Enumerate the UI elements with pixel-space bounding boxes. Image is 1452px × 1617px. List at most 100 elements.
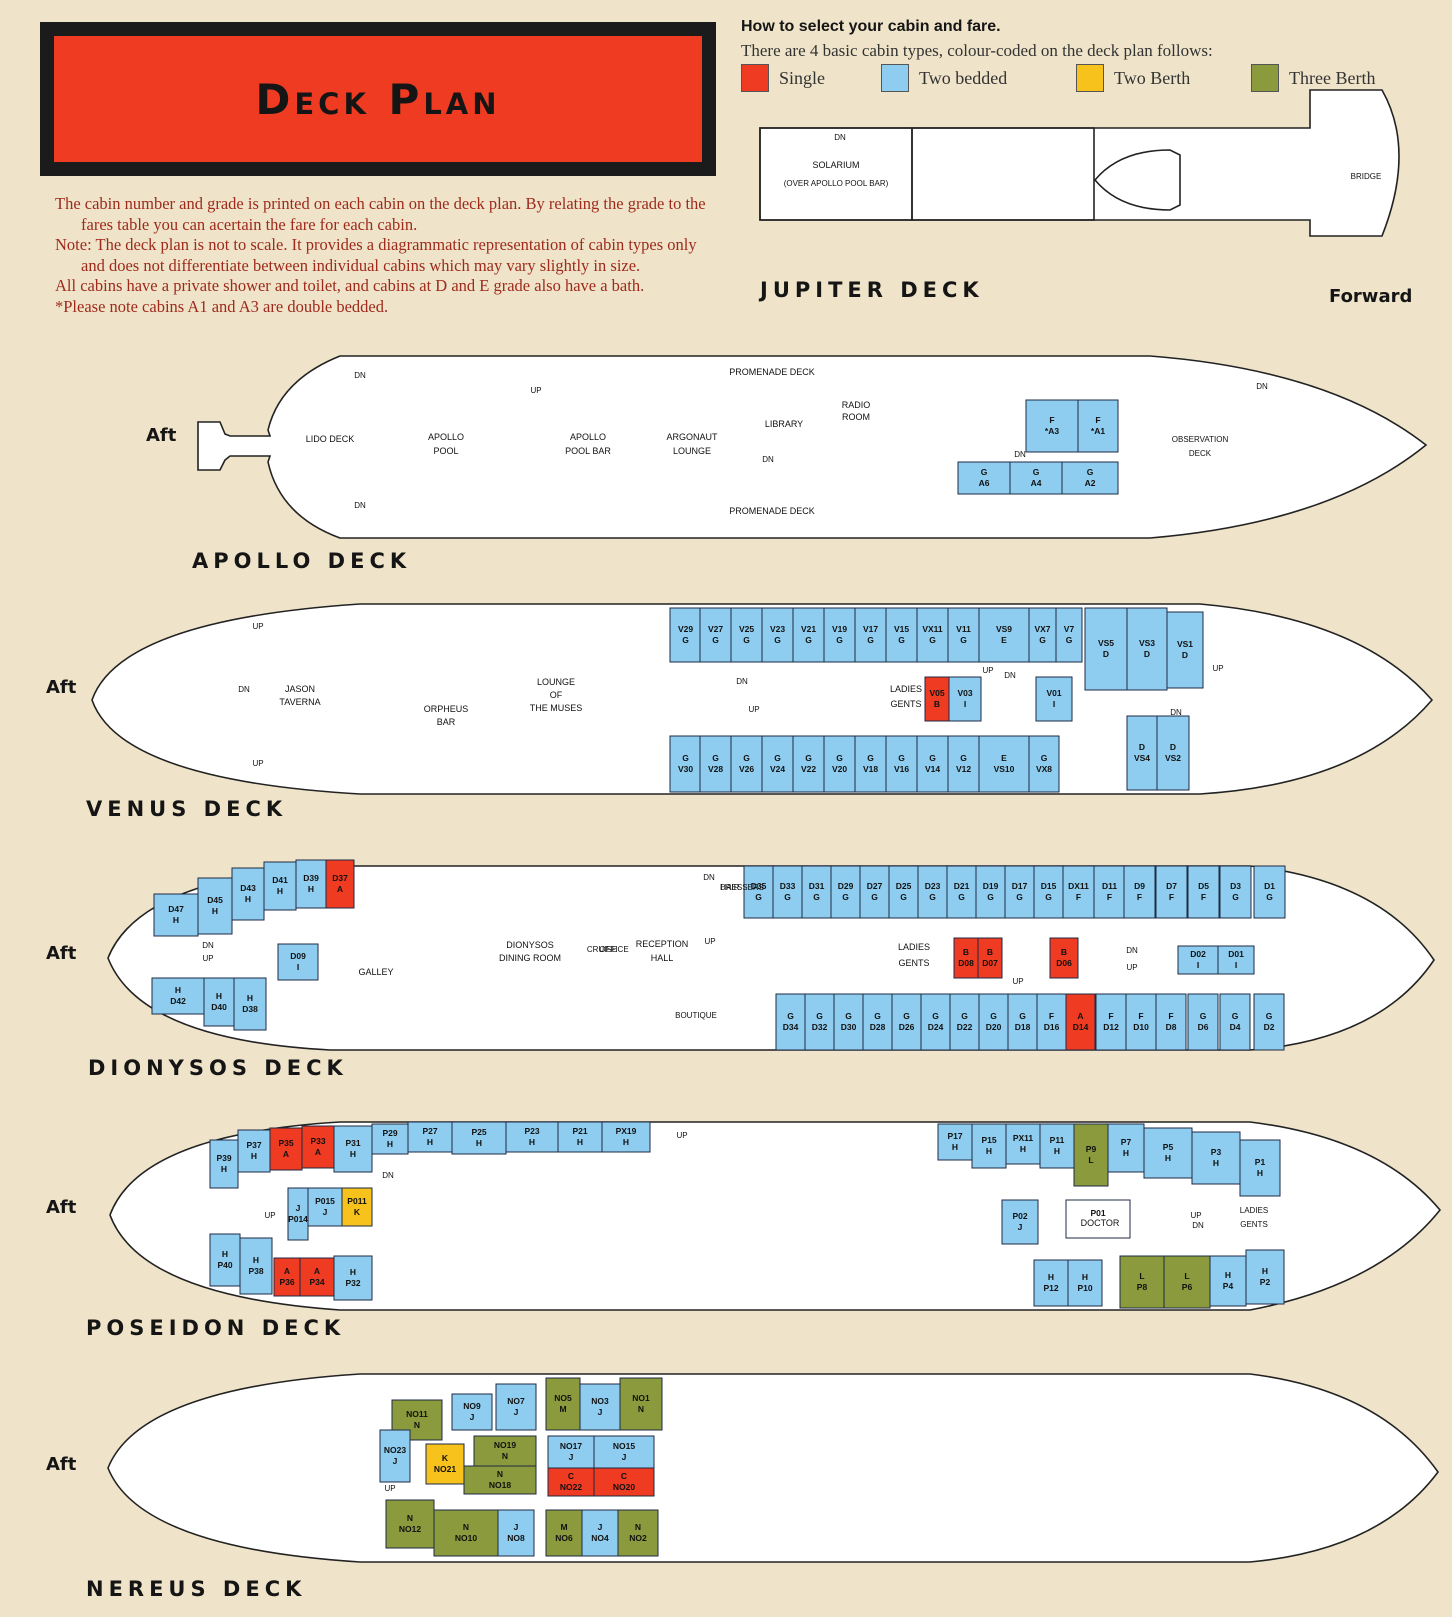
- cabin-grade: H: [222, 1249, 228, 1259]
- cabin-number: D45: [207, 895, 223, 905]
- cabin-number: D08: [958, 958, 974, 968]
- cabin-grade: F: [1049, 1011, 1054, 1021]
- cabin-number: NO1: [632, 1393, 650, 1403]
- room-label: DOCTOR: [1081, 1218, 1120, 1228]
- cabin-box: [473, 1435, 537, 1467]
- room-label: UP: [676, 1131, 687, 1140]
- cabin-number: VS9: [996, 624, 1012, 634]
- cabin-grade: B: [987, 947, 993, 957]
- room-label: LADIES: [898, 942, 930, 952]
- cabin-number: P015: [315, 1196, 335, 1206]
- aft-label: Aft: [46, 943, 77, 964]
- cabin-number: D15: [1041, 881, 1057, 891]
- cabin-grade: K: [354, 1207, 361, 1217]
- legend-label: Two bedded: [919, 67, 1008, 88]
- cabin-number: NO19: [494, 1440, 516, 1450]
- legend-label: Three Berth: [1289, 67, 1376, 88]
- cabin-number: D8: [1166, 1022, 1177, 1032]
- cabin-box: [1126, 715, 1158, 791]
- cabin-p2: HP2: [1245, 1249, 1285, 1305]
- cabin-box: [301, 1125, 335, 1169]
- cabin-grade: J: [598, 1407, 603, 1417]
- cabin-grade: G: [929, 635, 936, 645]
- cabin-number: D30: [841, 1022, 857, 1032]
- cabin-box: [1035, 676, 1073, 722]
- cabin-number: D06: [1056, 958, 1072, 968]
- cabin-grade: H: [1020, 1144, 1026, 1154]
- cabin-box: [830, 865, 861, 919]
- cabin-box: [792, 735, 825, 793]
- room-label: DN: [1192, 1221, 1204, 1230]
- room-label: HALL: [651, 953, 674, 963]
- cabin-box: [325, 859, 355, 909]
- cabin-number: P38: [248, 1266, 263, 1276]
- room-label: DN: [382, 1171, 394, 1180]
- room-label: DN: [762, 455, 774, 464]
- cabin-grade: L: [1088, 1155, 1093, 1165]
- cabin-grade: G: [774, 753, 781, 763]
- cabin-box: [1084, 607, 1128, 691]
- cabin-grade: G: [898, 753, 905, 763]
- cabin-grade: N: [463, 1522, 469, 1532]
- cabin-box: [333, 1125, 373, 1173]
- cabin-grade: A: [283, 1149, 289, 1159]
- cabin-grade: H: [173, 915, 179, 925]
- aft-label: Aft: [46, 677, 77, 698]
- cabin-number: P01: [1090, 1208, 1105, 1218]
- cabin-grade: G: [929, 892, 936, 902]
- cabin-box: [1177, 945, 1219, 975]
- cabin-box: [1001, 1199, 1039, 1245]
- cabin-box: [1119, 1255, 1165, 1309]
- legend-swatch: [881, 64, 909, 92]
- cabin-grade: G: [960, 753, 967, 763]
- cabin-number: A2: [1085, 478, 1096, 488]
- cabin-number: D4: [1230, 1022, 1241, 1032]
- room-label: PROMENADE DECK: [729, 506, 815, 516]
- cabin-number: DX11: [1068, 881, 1089, 891]
- intro-paragraph: Note: The deck plan is not to scale. It …: [55, 235, 697, 275]
- room-label: LIBRARY: [765, 419, 803, 429]
- cabin-box: [699, 607, 732, 663]
- cabin-box: [730, 607, 763, 663]
- cabin-box: [891, 993, 922, 1051]
- cabin-box: [1107, 1123, 1145, 1173]
- cabin-number: P6: [1182, 1282, 1193, 1292]
- room-label: APOLLO: [570, 432, 606, 442]
- cabin-number: P36: [279, 1277, 294, 1287]
- cabin-number: P12: [1043, 1283, 1058, 1293]
- page-title: Deck Plan: [54, 36, 702, 162]
- cabin-box: [804, 993, 835, 1051]
- cabin-grade: D: [1170, 742, 1176, 752]
- cabin-grade: H: [277, 886, 283, 896]
- intro-paragraph: The cabin number and grade is printed on…: [55, 194, 706, 234]
- cabin-box: [269, 1127, 303, 1171]
- cabin-a3: F*A3: [1025, 399, 1079, 453]
- cabin-grade: H: [952, 1142, 958, 1152]
- cabin-number: D38: [242, 1004, 258, 1014]
- cabin-grade: F: [1095, 415, 1100, 425]
- cabin-grade: F: [1108, 1011, 1113, 1021]
- cabin-number: V16: [894, 764, 909, 774]
- cabin-grade: G: [1232, 892, 1239, 902]
- cabin-number: V21: [801, 624, 816, 634]
- cabin-number: VS3: [1139, 638, 1155, 648]
- cabin-box: [547, 1467, 595, 1497]
- cabin-box: [233, 977, 267, 1031]
- cabin-grade: H: [1123, 1148, 1129, 1158]
